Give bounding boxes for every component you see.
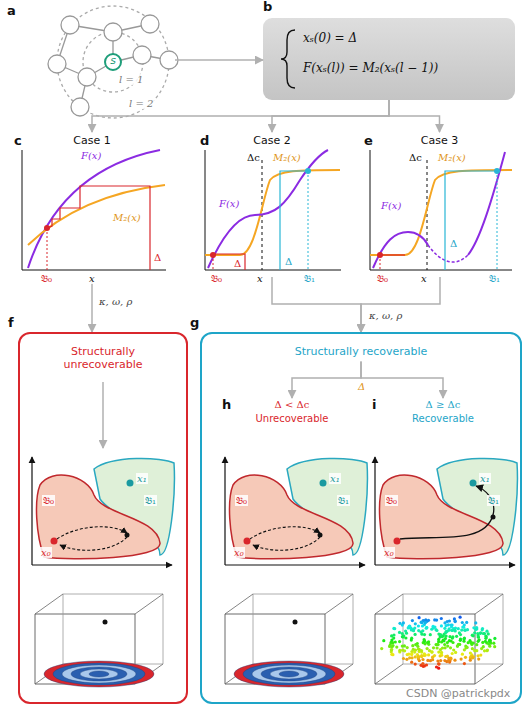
connector [389, 100, 440, 132]
panel-letter: a [7, 4, 16, 19]
plot-label: Δc [408, 152, 423, 163]
panel-letter: h [222, 398, 231, 413]
connector [272, 277, 361, 332]
state-region [375, 457, 517, 565]
plot-label: 𝔅₁ [487, 495, 500, 506]
node-text: Unrecoverable [222, 413, 362, 425]
node-text: Recoverable [372, 413, 514, 425]
panel-node: s [104, 53, 122, 71]
phase-cube [375, 594, 503, 684]
panel-letter: g [190, 316, 199, 331]
plot-label: x₁ [329, 473, 341, 484]
watermark: CSDN @patrickpdx [405, 688, 511, 700]
equation-box [263, 18, 515, 100]
panel-node: fStructurally unrecoverable [18, 332, 188, 704]
plot-label: 𝔅₁ [337, 495, 350, 506]
node-text: Structurally recoverable [202, 346, 520, 359]
plot-label: x₁ [479, 473, 491, 484]
plot-label: l = 1 [118, 74, 144, 85]
plot-label: 𝔅₀ [42, 495, 55, 506]
edge-label: Δ [357, 381, 366, 392]
phase-cube [225, 594, 353, 687]
network [48, 6, 178, 118]
node-text: Case 3 [362, 135, 517, 148]
plot-label: 𝔅₀ [376, 273, 389, 284]
plot-label: x₀ [233, 547, 245, 558]
panel-letter: e [364, 134, 373, 149]
plot-case2 [205, 150, 341, 270]
plot-label: x₀ [40, 547, 52, 558]
plot-label: Δ [153, 252, 162, 263]
edge-label: κ, ω, ρ [98, 296, 133, 307]
plot-label: 𝔅₀ [235, 495, 248, 506]
plot-label: 𝔅₁ [303, 273, 316, 284]
plot-label: 𝔅₁ [488, 273, 501, 284]
plot-label: 𝔅₀ [385, 495, 398, 506]
panel-letter: b [263, 0, 272, 15]
node-text: s [106, 55, 120, 68]
panel-node: iΔ ≥ Δc Recoverable [372, 398, 514, 430]
plot-label: x [420, 273, 428, 284]
state-region [32, 457, 174, 565]
node-text: Structurally unrecoverable [48, 346, 158, 371]
plot-label: M₂(x) [112, 212, 142, 223]
plot-label: Δ [284, 256, 293, 267]
panel-letter: c [14, 134, 22, 149]
node-text: Case 2 [198, 135, 346, 148]
node-text: Δ ≥ Δc [372, 399, 514, 411]
panel-node: bxₛ(0) = ΔF(xₛ(l)) = M₂(xₛ(l − 1)) [263, 18, 515, 100]
plot-case1 [22, 150, 166, 270]
plot-label: 𝔅₀ [40, 273, 53, 284]
brace [281, 30, 295, 88]
panel-letter: d [200, 134, 209, 149]
plot-label: l = 2 [128, 98, 154, 109]
node-text: Case 1 [12, 135, 172, 148]
edge-label: κ, ω, ρ [368, 310, 403, 321]
state-region [225, 457, 367, 565]
connector [292, 362, 361, 398]
plot-label: M₂(x) [437, 152, 467, 163]
plot-label: x₁ [136, 473, 148, 484]
plot-label: Δ [449, 238, 458, 249]
connector [91, 277, 93, 332]
panel-letter: f [8, 316, 14, 331]
panel-node: hΔ < Δc Unrecoverable [222, 398, 362, 430]
connector [272, 100, 389, 132]
plot-label: F(x) [380, 200, 402, 211]
plot-label: Δc [246, 152, 261, 163]
node-text: xₛ(0) = Δ [303, 32, 357, 46]
connector [361, 362, 443, 398]
phase-cube [35, 594, 163, 687]
plot-label: x [88, 273, 96, 284]
node-text: F(xₛ(l)) = M₂(xₛ(l − 1)) [303, 62, 438, 76]
plot-label: Δ [233, 258, 242, 269]
plot-case3 [370, 150, 512, 270]
plot-label: F(x) [80, 150, 102, 161]
plot-label: F(x) [218, 198, 240, 209]
plot-label: 𝔅₁ [144, 495, 157, 506]
connector [175, 59, 263, 61]
connector [361, 277, 440, 332]
node-text: Δ < Δc [222, 399, 362, 411]
plot-label: x [256, 273, 264, 284]
plot-label: 𝔅₀ [210, 273, 223, 284]
panel-letter: i [372, 398, 376, 413]
plot-label: M₂(x) [272, 152, 302, 163]
plot-label: x₀ [383, 547, 395, 558]
